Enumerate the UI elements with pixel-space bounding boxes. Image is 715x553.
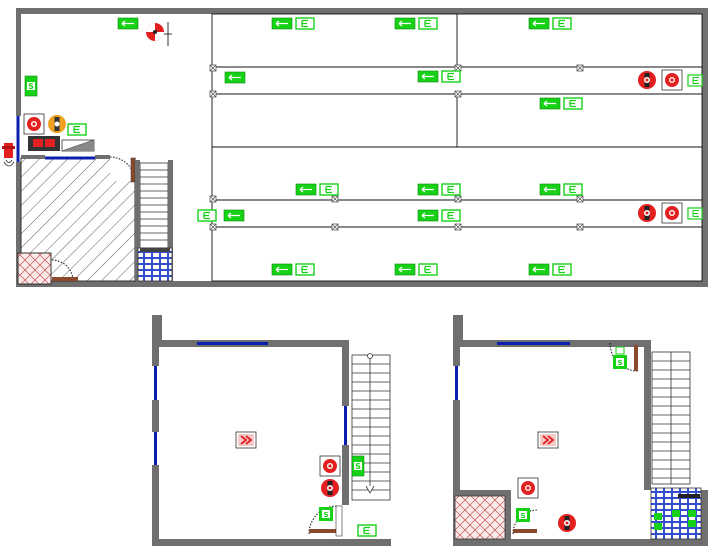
exit-sign-icon bbox=[417, 183, 461, 196]
staircase bbox=[139, 162, 169, 249]
top-wall bbox=[16, 8, 708, 14]
exit-sign-icon bbox=[539, 183, 583, 196]
exit-sign-icon bbox=[197, 209, 217, 222]
exit-sign-icon bbox=[271, 17, 315, 30]
exit-sign-icon bbox=[357, 524, 377, 537]
exit-sign-icon bbox=[271, 263, 315, 276]
fire-hydrant-icon bbox=[146, 23, 164, 41]
stair-sign-icon bbox=[24, 75, 38, 97]
exit-sign-icon bbox=[223, 209, 245, 222]
door bbox=[130, 157, 136, 183]
staircase bbox=[651, 351, 691, 485]
stair-sign-icon bbox=[351, 455, 365, 477]
upper-floor-plan-1: S bbox=[152, 315, 391, 546]
fire-hydrant-icon bbox=[48, 115, 66, 133]
fire-extinguisher-icon bbox=[661, 69, 683, 91]
exit-sign-icon bbox=[528, 263, 572, 276]
stair-sign-icon: S bbox=[319, 507, 333, 521]
fire-extinguisher-icon bbox=[661, 202, 683, 224]
fire-hydrant-icon bbox=[638, 204, 656, 222]
brick-block bbox=[454, 495, 506, 540]
brick-block bbox=[17, 252, 52, 285]
storage-racks bbox=[211, 13, 703, 282]
exit-sign-icon bbox=[528, 17, 572, 30]
exit-sign-icon bbox=[394, 17, 438, 30]
fire-panel-icon bbox=[537, 431, 559, 449]
tiled-floor bbox=[137, 247, 173, 282]
fire-hydrant-icon bbox=[321, 479, 339, 497]
exit-sign-icon bbox=[417, 209, 461, 222]
svg-text:S: S bbox=[617, 359, 622, 367]
control-panel bbox=[28, 136, 60, 151]
upper-floor-plan-2: S S bbox=[453, 315, 708, 546]
fire-extinguisher-icon bbox=[319, 455, 341, 477]
exit-sign-icon bbox=[417, 70, 461, 83]
exit-sign-icon bbox=[615, 346, 625, 355]
fire-panel-icon bbox=[235, 431, 257, 449]
exit-sign-icon bbox=[67, 123, 87, 136]
exit-sign-icon bbox=[295, 183, 339, 196]
left-wall-upper bbox=[16, 8, 21, 116]
stair-sign-icon: S bbox=[516, 508, 530, 522]
fire-hydrant-icon bbox=[638, 71, 656, 89]
left-wall-lower bbox=[16, 162, 21, 287]
svg-text:S: S bbox=[520, 512, 525, 520]
exit-sign-icon bbox=[539, 97, 583, 110]
svg-text:S: S bbox=[323, 511, 328, 519]
bottom-wall bbox=[16, 281, 708, 287]
exit-sign-icon bbox=[394, 263, 438, 276]
fire-extinguisher-icon bbox=[23, 113, 45, 135]
ground-floor-plan bbox=[2, 8, 708, 287]
staircase bbox=[351, 353, 391, 501]
right-wall bbox=[702, 8, 708, 287]
stair-sign-icon: S bbox=[613, 355, 627, 369]
fire-extinguisher-icon bbox=[517, 477, 539, 499]
exit-sign-icon bbox=[224, 71, 246, 84]
exit-sign-icon bbox=[654, 510, 696, 530]
fire-hydrant-icon bbox=[558, 514, 576, 532]
fire-alarm-icon bbox=[2, 143, 15, 167]
exit-sign-icon bbox=[117, 17, 139, 30]
